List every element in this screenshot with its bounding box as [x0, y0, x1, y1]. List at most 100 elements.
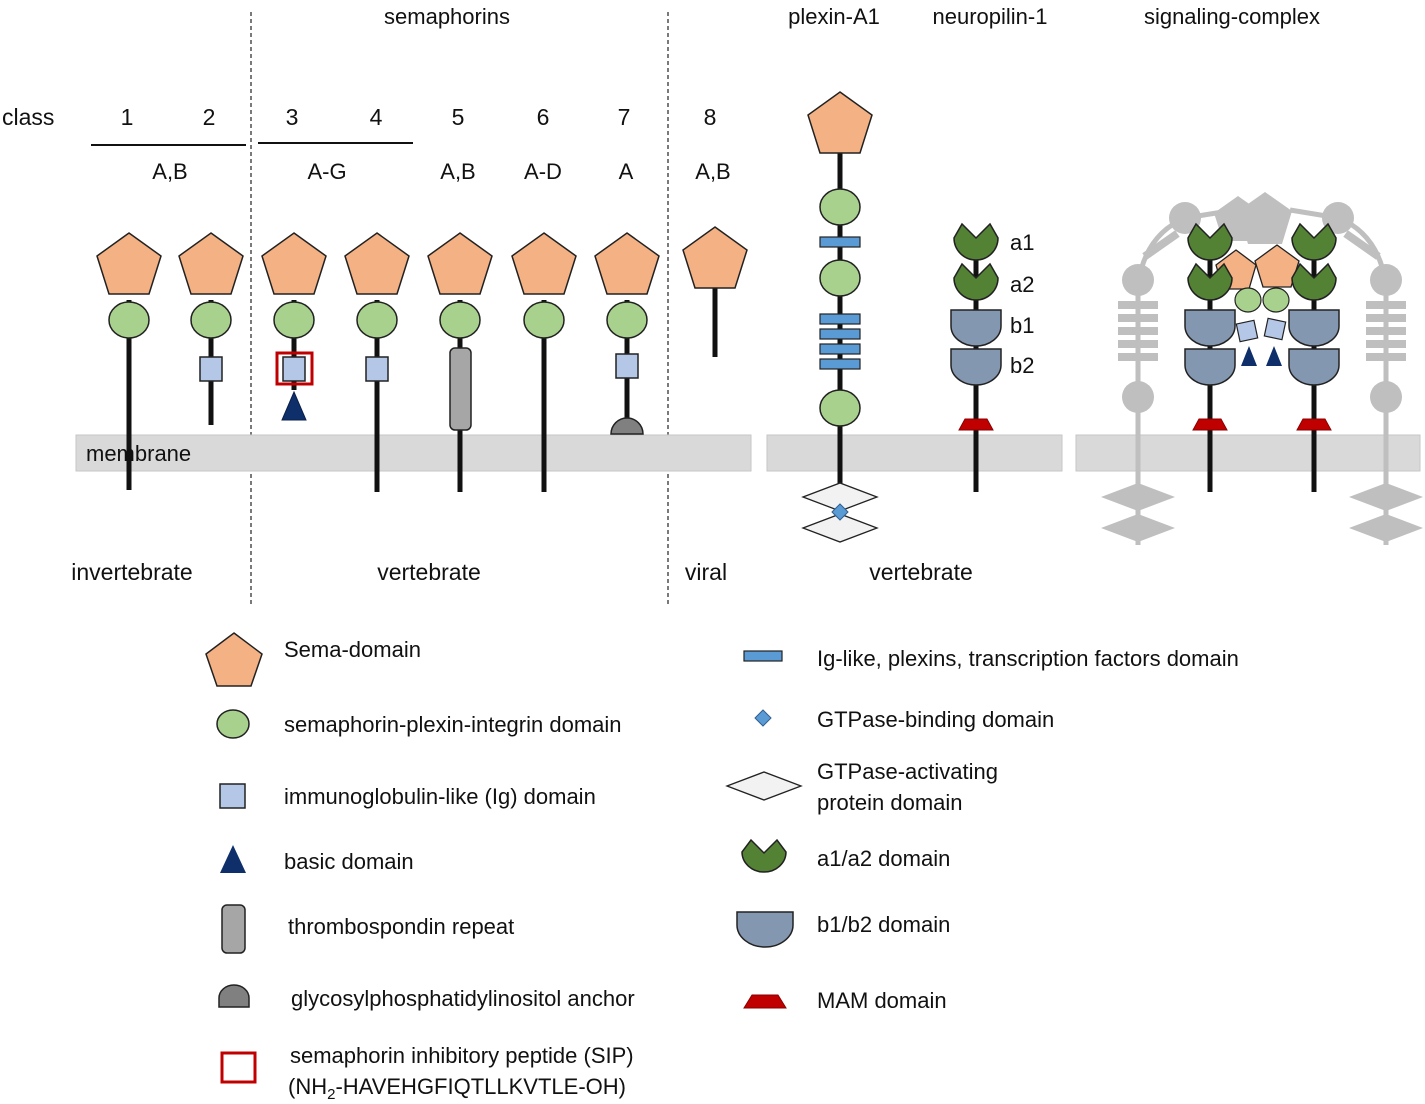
- gtpase-binding-domain: [831, 503, 849, 521]
- legend-label: MAM domain: [817, 988, 947, 1013]
- class-1-semaphorin: [96, 232, 162, 339]
- subclass-label: A,B: [152, 159, 187, 184]
- group-label: vertebrate: [869, 559, 973, 585]
- legend-label: GTPase-binding domain: [817, 707, 1054, 732]
- semaphorins-header: semaphorins: [384, 4, 510, 29]
- membrane-bar: [75, 434, 752, 472]
- psi-domain: [439, 301, 481, 339]
- legend-label: a1/a2 domain: [817, 846, 950, 871]
- sema-domain: [511, 232, 577, 295]
- membrane-label: membrane: [86, 441, 191, 466]
- psi-domain: [273, 301, 315, 339]
- gap-diamond-icon: [725, 771, 803, 801]
- neuropilin-1-receptor: a1 a2 b1 b2: [950, 223, 1034, 492]
- subclass-label: A,B: [440, 159, 475, 184]
- legend-label: basic domain: [284, 849, 414, 874]
- membrane-bar: [766, 434, 1063, 472]
- legend-label: semaphorin inhibitory peptide (SIP): [290, 1043, 634, 1068]
- sip-red-square-icon: [220, 1051, 257, 1084]
- class-5-semaphorin: [427, 232, 493, 431]
- b1-domain: [950, 309, 1002, 347]
- ig-domain: [282, 356, 306, 382]
- psi-domain: [190, 301, 232, 339]
- class-4-semaphorin: [344, 232, 410, 382]
- class-number: 3: [286, 104, 299, 130]
- legend-label: GTPase-activating: [817, 759, 998, 784]
- mam-icon: [743, 994, 787, 1009]
- legend-label: immunoglobulin-like (Ig) domain: [284, 784, 596, 809]
- sema-domain: [96, 232, 162, 295]
- gtpase-binding-diamond-icon: [754, 709, 772, 727]
- legend-label: glycosylphosphatidylinositol anchor: [291, 986, 635, 1011]
- psi-domain: [606, 301, 648, 339]
- basic-domain: [281, 390, 307, 421]
- sip-sequence: (NH2-HAVEHGFIQTLLKVTLE-OH): [288, 1074, 626, 1103]
- psi-domain: [356, 301, 398, 339]
- psi-domain: [819, 389, 861, 427]
- thrombospondin-repeat: [449, 347, 472, 431]
- group-label: invertebrate: [71, 559, 192, 585]
- class-number: 6: [537, 104, 550, 130]
- class-number: 4: [370, 104, 383, 130]
- ipt-domain: [819, 358, 861, 370]
- membrane-bar: [1075, 434, 1421, 472]
- class-2-semaphorin: [178, 232, 244, 382]
- neuropilin-domain-label: a2: [1010, 272, 1034, 297]
- subclass-label: A-D: [524, 159, 562, 184]
- b2-domain: [950, 348, 1002, 386]
- ig-domain: [365, 356, 389, 382]
- legend-label: b1/b2 domain: [817, 912, 950, 937]
- legend-label: thrombospondin repeat: [288, 914, 514, 939]
- sema-pentagon-icon: [205, 632, 263, 687]
- sema-domain: [594, 232, 660, 295]
- neuropilin-domain-label: a1: [1010, 230, 1034, 255]
- legend-label: semaphorin-plexin-integrin domain: [284, 712, 622, 737]
- legend-label: protein domain: [817, 790, 963, 815]
- class-6-semaphorin: [511, 232, 577, 339]
- gpi-dome-icon: [218, 984, 250, 1008]
- class-number: 5: [452, 104, 465, 130]
- psi-domain: [108, 301, 150, 339]
- ig-square-icon: [219, 783, 246, 809]
- sip-highlight-box: [275, 351, 314, 386]
- a1a2-icon: [741, 838, 787, 873]
- mam-domain: [958, 418, 994, 431]
- neuropilin-domain-label: b1: [1010, 313, 1034, 338]
- neuropilin-domain-label: b2: [1010, 353, 1034, 378]
- legend-label: Sema-domain: [284, 637, 421, 662]
- ipt-domain: [819, 328, 861, 340]
- subclass-label: A: [619, 159, 634, 184]
- ipt-domain: [819, 236, 861, 248]
- b1b2-icon: [736, 911, 794, 948]
- psi-domain: [819, 259, 861, 297]
- ipt-bar-icon: [743, 650, 783, 662]
- class-number: 2: [203, 104, 216, 130]
- sema-domain: [178, 232, 244, 295]
- sema-domain: [807, 91, 873, 154]
- sema-domain: [261, 232, 327, 295]
- signaling-complex: [1101, 192, 1423, 545]
- ig-domain: [199, 356, 223, 382]
- neuropilin-header: neuropilin-1: [933, 4, 1048, 29]
- class-number: 1: [121, 104, 134, 130]
- a1-domain: [953, 223, 999, 261]
- sema-domain: [427, 232, 493, 295]
- sema-domain: [344, 232, 410, 295]
- subclass-label: A-G: [307, 159, 346, 184]
- complex-header: signaling-complex: [1144, 4, 1320, 29]
- class-7-semaphorin: [594, 232, 660, 435]
- legend-label: Ig-like, plexins, transcription factors …: [817, 646, 1239, 671]
- psi-circle-icon: [216, 709, 250, 739]
- gpi-anchor: [610, 417, 644, 435]
- psi-domain: [819, 188, 861, 226]
- thrombospondin-rect-icon: [221, 904, 246, 954]
- legend-left: Sema-domain semaphorin-plexin-integrin d…: [205, 632, 635, 1103]
- ipt-domain: [819, 343, 861, 355]
- ipt-domain: [819, 313, 861, 325]
- sema-domain: [682, 226, 748, 289]
- class-3-semaphorin: [261, 232, 327, 421]
- subclass-label: A,B: [695, 159, 730, 184]
- psi-domain: [523, 301, 565, 339]
- ig-domain: [615, 353, 639, 379]
